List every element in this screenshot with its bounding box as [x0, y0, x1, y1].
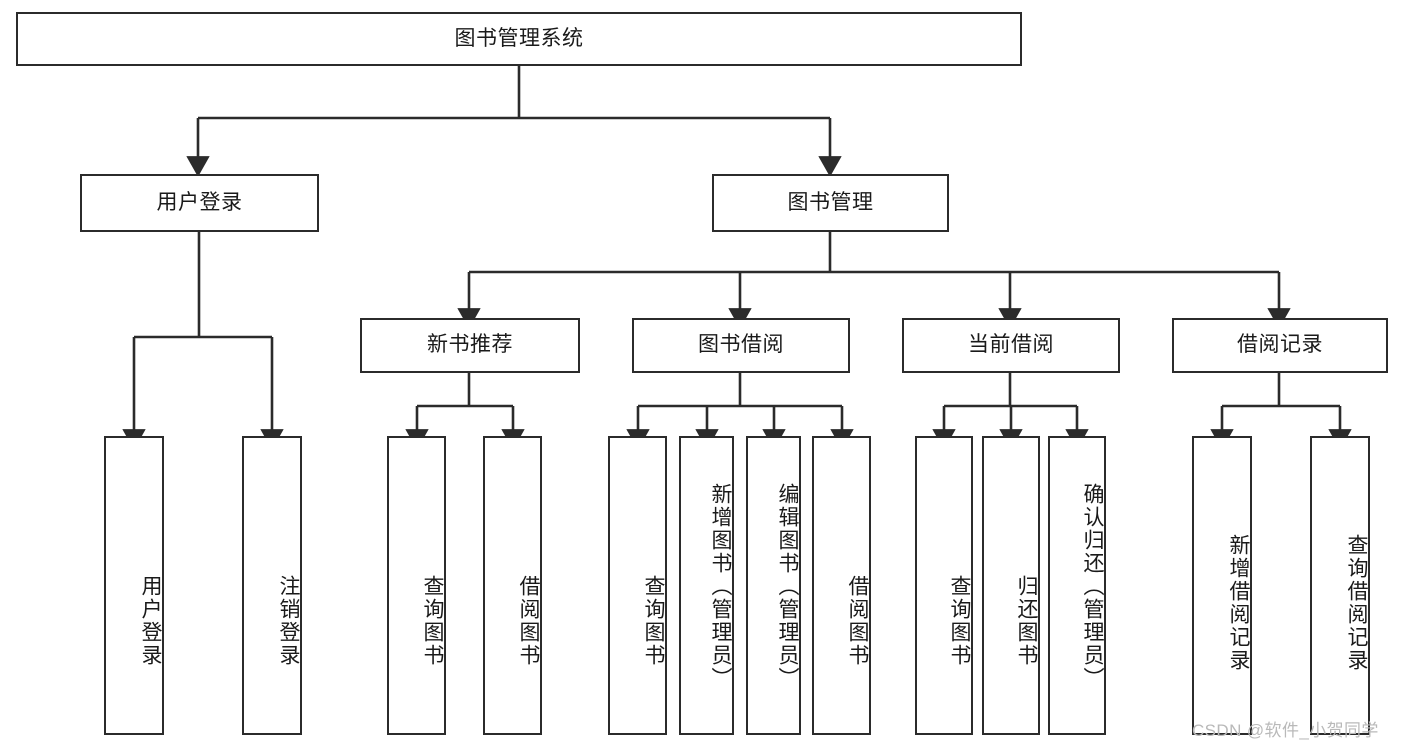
- node-root-label: 图书管理系统: [454, 26, 584, 50]
- leaf-add-book-label: 新增图书（管理员）: [709, 483, 732, 690]
- node-new-book-recommend-label: 新书推荐: [427, 333, 513, 357]
- leaf-add-record[interactable]: 新增借阅记录: [1192, 436, 1252, 735]
- leaf-query-record-label: 查询借阅记录: [1345, 533, 1368, 672]
- leaf-borrow-book-2[interactable]: 借阅图书: [812, 436, 871, 735]
- leaf-query-book-2[interactable]: 查询图书: [608, 436, 667, 735]
- node-root[interactable]: 图书管理系统: [16, 12, 1022, 66]
- node-current-borrow[interactable]: 当前借阅: [902, 318, 1120, 373]
- leaf-edit-book-label: 编辑图书（管理员）: [776, 483, 799, 690]
- leaf-confirm-return-label: 确认归还（管理员）: [1081, 483, 1104, 690]
- node-new-book-recommend[interactable]: 新书推荐: [360, 318, 580, 373]
- leaf-add-book[interactable]: 新增图书（管理员）: [679, 436, 734, 735]
- leaf-query-book-1[interactable]: 查询图书: [387, 436, 446, 735]
- node-book-borrow[interactable]: 图书借阅: [632, 318, 850, 373]
- node-book-manage[interactable]: 图书管理: [712, 174, 949, 232]
- leaf-query-book-3[interactable]: 查询图书: [915, 436, 973, 735]
- node-book-manage-label: 图书管理: [787, 190, 874, 214]
- leaf-borrow-book-1-label: 借阅图书: [517, 574, 540, 667]
- leaf-user-logout-label: 注销登录: [277, 574, 300, 667]
- node-current-borrow-label: 当前借阅: [968, 333, 1054, 357]
- leaf-query-book-3-label: 查询图书: [948, 574, 971, 667]
- leaf-user-logout[interactable]: 注销登录: [242, 436, 302, 735]
- leaf-edit-book[interactable]: 编辑图书（管理员）: [746, 436, 801, 735]
- csdn-watermark-text: CSDN @软件_小贺同学: [1192, 721, 1379, 740]
- leaf-query-book-1-label: 查询图书: [421, 574, 444, 667]
- node-borrow-record[interactable]: 借阅记录: [1172, 318, 1388, 373]
- leaf-user-login[interactable]: 用户登录: [104, 436, 164, 735]
- csdn-watermark: CSDN @软件_小贺同学: [1192, 716, 1379, 741]
- leaf-return-book[interactable]: 归还图书: [982, 436, 1040, 735]
- leaf-query-book-2-label: 查询图书: [642, 574, 665, 667]
- leaf-user-login-label: 用户登录: [139, 574, 162, 667]
- node-user-login[interactable]: 用户登录: [80, 174, 319, 232]
- node-user-login-label: 用户登录: [156, 190, 243, 214]
- leaf-query-record[interactable]: 查询借阅记录: [1310, 436, 1370, 735]
- leaf-borrow-book-2-label: 借阅图书: [846, 574, 869, 667]
- leaf-borrow-book-1[interactable]: 借阅图书: [483, 436, 542, 735]
- node-borrow-record-label: 借阅记录: [1237, 333, 1323, 357]
- leaf-confirm-return[interactable]: 确认归还（管理员）: [1048, 436, 1106, 735]
- leaf-return-book-label: 归还图书: [1015, 574, 1038, 667]
- leaf-add-record-label: 新增借阅记录: [1227, 533, 1250, 672]
- node-book-borrow-label: 图书借阅: [698, 333, 784, 357]
